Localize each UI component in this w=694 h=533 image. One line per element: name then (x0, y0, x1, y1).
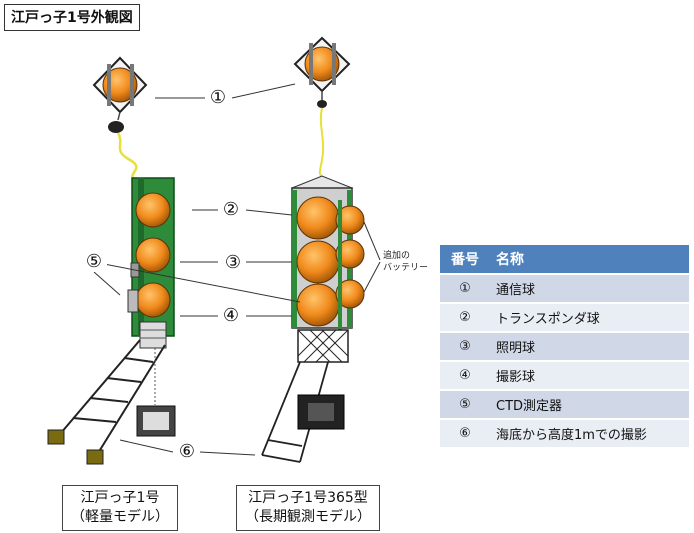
legend-row-number: ⑤ (440, 391, 490, 418)
marker-1: ① (205, 88, 231, 108)
tether-left (116, 132, 141, 184)
legend-row: ③ 照明球 (440, 333, 689, 360)
leader-lines (93, 83, 381, 456)
legend-row: ④ 撮影球 (440, 362, 689, 389)
ballast-right (297, 329, 349, 363)
legend-row-number: ④ (440, 362, 490, 389)
component-legend: 番号 名称 ① 通信球 ② トランスポンダ球 ③ 照明球 ④ 撮影球 ⑤ CTD… (440, 243, 689, 449)
caption-long-term-line1: 江戸っ子1号365型 (248, 490, 368, 506)
legend-row-name: 通信球 (490, 275, 689, 302)
tether-right (318, 107, 325, 181)
legend-row-number: ③ (440, 333, 490, 360)
long-term-model (261, 36, 365, 463)
battery-callout-line2: バッテリー (383, 263, 429, 273)
marker-4: ④ (218, 306, 244, 326)
caption-light-line1: 江戸っ子1号 (80, 490, 160, 506)
legend-header-number: 番号 (440, 245, 490, 273)
legend-row: ⑥ 海底から高度1mでの撮影 (440, 420, 689, 447)
legend-row-name: 撮影球 (490, 362, 689, 389)
legend-row-name: 海底から高度1mでの撮影 (490, 420, 689, 447)
marker-5: ⑤ (81, 252, 107, 272)
marker-2: ② (218, 200, 244, 220)
legend-row-name: 照明球 (490, 333, 689, 360)
legend-row: ⑤ CTD測定器 (440, 391, 689, 418)
marker-3: ③ (220, 253, 246, 273)
ballast-left (139, 321, 167, 349)
ladder-left (54, 339, 166, 459)
legend-header: 番号 名称 (440, 245, 689, 273)
legend-row-number: ⑥ (440, 420, 490, 447)
marker-6: ⑥ (174, 442, 200, 462)
legend-header-name: 名称 (490, 245, 689, 273)
caption-long-term-model: 江戸っ子1号365型 （長期観測モデル） (236, 485, 380, 531)
caption-light-model: 江戸っ子1号 （軽量モデル） (62, 485, 178, 531)
legend-row-name: CTD測定器 (490, 391, 689, 418)
figure-title: 江戸っ子1号外観図 (4, 4, 140, 31)
caption-light-line2: （軽量モデル） (71, 509, 169, 525)
legend-row-name: トランスポンダ球 (490, 304, 689, 331)
legend-row-number: ② (440, 304, 490, 331)
legend-row: ② トランスポンダ球 (440, 304, 689, 331)
comm-sphere-right (293, 36, 351, 93)
battery-callout: 追加の バッテリー (383, 250, 428, 274)
legend-row-number: ① (440, 275, 490, 302)
comm-sphere-left (92, 56, 148, 114)
legend-row: ① 通信球 (440, 275, 689, 302)
caption-long-term-line2: （長期観測モデル） (245, 509, 371, 525)
battery-callout-line1: 追加の (383, 251, 411, 261)
light-model (47, 56, 176, 465)
float-disc (108, 121, 124, 133)
